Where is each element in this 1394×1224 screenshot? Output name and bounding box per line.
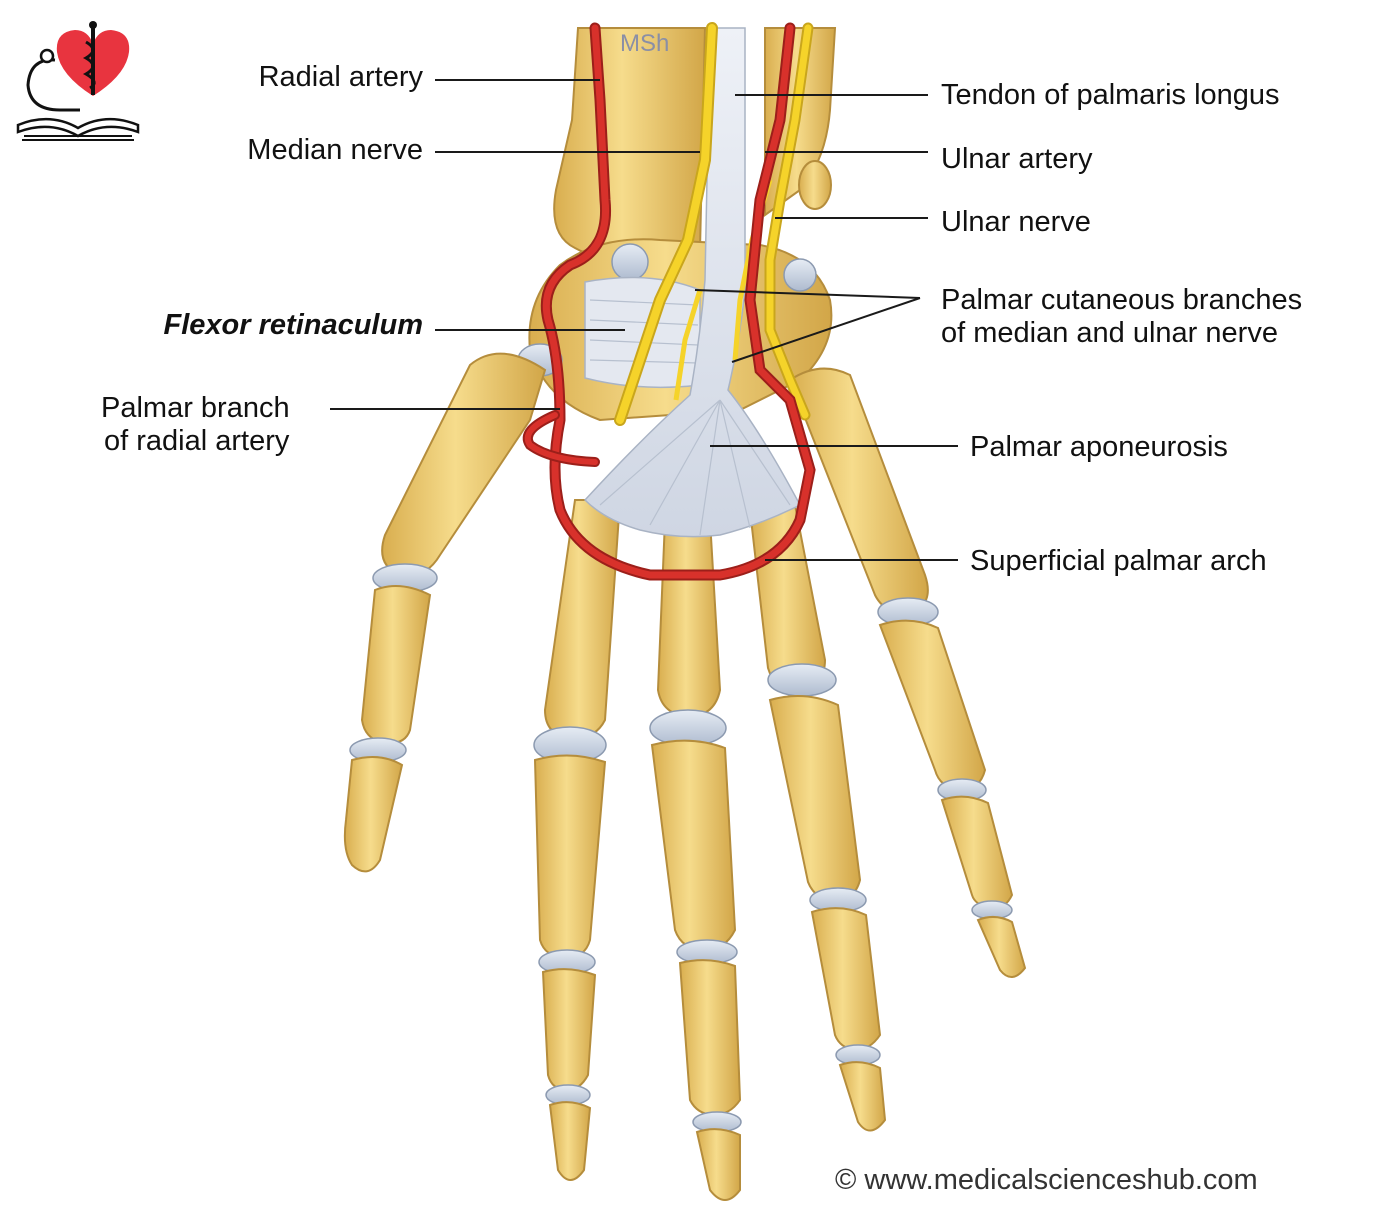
index-finger-bones: [533, 499, 622, 1181]
label-palmar-aponeurosis: Palmar aponeurosis: [970, 431, 1228, 463]
label-ulnar-artery: Ulnar artery: [941, 143, 1093, 175]
watermark-text: MSh: [620, 30, 670, 57]
heart-caduceus-stethoscope-book-logo: [16, 21, 140, 141]
palmar-aponeurosis-shape: [583, 27, 802, 538]
nerves: [614, 22, 814, 426]
arteries: [522, 22, 816, 581]
copyright-text: © www.medicalscienceshub.com: [835, 1164, 1258, 1196]
label-flexor-retinaculum: Flexor retinaculum: [163, 309, 423, 341]
label-radial-artery: Radial artery: [258, 61, 423, 93]
little-finger-bones: [788, 367, 1027, 978]
label-palmar-branch-radial-artery-line1: Palmar branch: [101, 392, 290, 424]
label-palmar-cutaneous-branches-line2: of median and ulnar nerve: [941, 317, 1278, 349]
label-ulnar-nerve: Ulnar nerve: [941, 206, 1091, 238]
label-superficial-palmar-arch: Superficial palmar arch: [970, 545, 1267, 577]
label-palmar-cutaneous-branches-line1: Palmar cutaneous branches: [941, 284, 1303, 316]
leader-lines: [330, 79, 958, 561]
label-median-nerve: Median nerve: [247, 134, 423, 166]
ring-finger-bones: [748, 503, 887, 1132]
middle-finger-bones: [649, 519, 742, 1201]
leader-palmar-cutaneous-median: [694, 289, 921, 299]
thumb-bones: [343, 352, 547, 873]
label-tendon-palmaris-longus: Tendon of palmaris longus: [941, 79, 1280, 111]
leader-palmar-cutaneous-ulnar: [731, 297, 921, 363]
label-palmar-branch-radial-artery-line2: of radial artery: [104, 425, 290, 457]
